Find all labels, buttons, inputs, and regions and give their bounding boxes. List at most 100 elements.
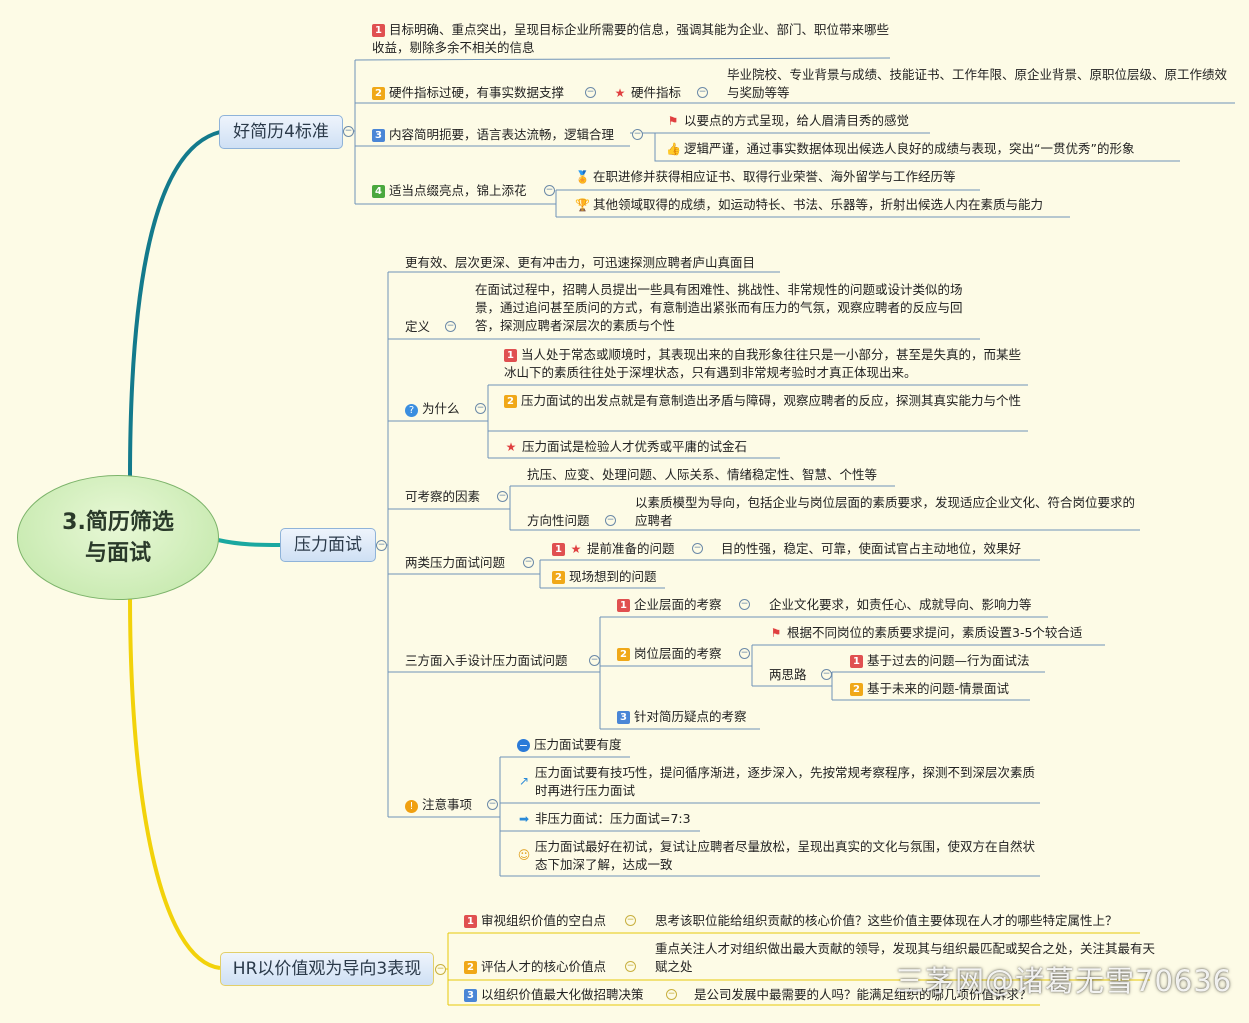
number-badge: 3	[464, 989, 477, 1002]
b1-item4-c2-text: 其他领域取得的成绩，如运动特长、书法、乐器等，折射出候选人内在素质与能力	[593, 197, 1044, 212]
b1-item4-c1-text: 在职进修并获得相应证书、取得行业荣誉、海外留学与工作经历等	[593, 169, 956, 184]
b3-item3-text: 以组织价值最大化做招聘决策	[481, 987, 644, 1002]
b2-types-c1-text: 提前准备的问题	[587, 541, 675, 556]
number-badge: 1	[464, 915, 477, 928]
branch-hr-values[interactable]: HR以价值观为导向3表现	[220, 952, 434, 986]
b2-notes-c3-text: 非压力面试：压力面试=7:3	[535, 811, 691, 826]
b1-item2-child-text: 硬件指标	[631, 85, 682, 100]
b3-item1-text: 审视组织价值的空白点	[481, 913, 607, 928]
b2-notes-label: ! 注意事项	[405, 796, 472, 814]
b2-notes-c1-text: 压力面试要有度	[534, 737, 622, 752]
number-badge: 1	[372, 24, 385, 37]
b2-three-c2b1: 1 基于过去的问题—行为面试法	[850, 652, 1030, 670]
b2-types-c2-text: 现场想到的问题	[569, 569, 657, 584]
collapse-toggle[interactable]: −	[739, 648, 750, 659]
collapse-toggle[interactable]: −	[523, 557, 534, 568]
number-badge: 3	[372, 129, 385, 142]
b2-notes-c4-text: 压力面试最好在初试，复试让应聘者尽量放松，呈现出真实的文化与氛围，使双方在自然状…	[535, 839, 1036, 872]
b3-item3: 3 以组织价值最大化做招聘决策	[464, 986, 644, 1004]
collapse-toggle[interactable]: −	[544, 185, 555, 196]
collapse-toggle[interactable]: −	[445, 321, 456, 332]
collapse-toggle[interactable]: −	[585, 87, 596, 98]
collapse-toggle[interactable]: −	[821, 669, 832, 680]
b2-why-c1-text: 当人处于常态或顺境时，其表现出来的自我形象往往只是一小部分，甚至是失真的，而某些…	[504, 347, 1022, 380]
thumbs-up-icon: 👍	[666, 142, 681, 156]
root-title-line2: 与面试	[84, 540, 151, 566]
collapse-toggle[interactable]: −	[697, 87, 708, 98]
b2-factors-label: 可考察的因素	[405, 489, 481, 504]
b2-three-c2b1-text: 基于过去的问题—行为面试法	[867, 653, 1030, 668]
b2-notes-c2-text: 压力面试要有技巧性，提问循序渐进，逐步深入，先按常规考察程序，探测不到深层次素质…	[535, 765, 1036, 798]
b2-three-c2b: 两思路	[769, 667, 807, 682]
number-badge: 1	[617, 599, 630, 612]
number-badge: 2	[617, 648, 630, 661]
b1-item2-text: 硬件指标过硬，有事实数据支撑	[389, 85, 565, 100]
collapse-toggle[interactable]: −	[497, 491, 508, 502]
b3-item1-detail: 思考该职位能给组织贡献的核心价值？这些价值主要体现在人才的哪些特定属性上？	[655, 913, 1118, 928]
b2-three-label: 三方面入手设计压力面试问题	[405, 653, 568, 668]
b2-why-c3-text: 压力面试是检验人才优秀或平庸的试金石	[522, 439, 748, 454]
b2-types-label: 两类压力面试问题	[405, 555, 506, 570]
branch-title: 好简历4标准	[233, 122, 329, 142]
b2-three-c2b2-text: 基于未来的问题-情景面试	[867, 681, 1010, 696]
branch-good-resume[interactable]: 好简历4标准	[219, 115, 343, 149]
root-node[interactable]: 3.简历筛选与面试	[17, 475, 219, 600]
number-badge: 2	[850, 683, 863, 696]
collapse-toggle[interactable]: −	[475, 403, 486, 414]
minus-icon: −	[517, 739, 530, 752]
flag-icon: ⚑	[667, 114, 679, 128]
number-badge: 1	[850, 655, 863, 668]
b1-item3-c1-text: 以要点的方式呈现，给人眉清目秀的感觉	[684, 113, 910, 128]
b1-item3-text: 内容简明扼要，语言表达流畅，逻辑合理	[389, 127, 615, 142]
b1-item3-c2: 👍逻辑严谨，通过事实数据体现出候选人良好的成绩与表现，突出“一贯优秀”的形象	[666, 140, 1134, 158]
b2-why-c3: ★压力面试是检验人才优秀或平庸的试金石	[504, 438, 747, 456]
branch-title: HR以价值观为导向3表现	[232, 959, 422, 979]
star-icon: ★	[570, 542, 582, 556]
collapse-toggle[interactable]: −	[739, 599, 750, 610]
b1-item2: 2 硬件指标过硬，有事实数据支撑	[372, 84, 564, 102]
branch-pressure-interview[interactable]: 压力面试	[280, 528, 376, 562]
collapse-toggle[interactable]: −	[589, 655, 600, 666]
b2-three-c1-text: 企业层面的考察	[634, 597, 722, 612]
warning-icon: !	[405, 800, 418, 813]
collapse-toggle[interactable]: −	[625, 915, 636, 926]
question-icon: ?	[405, 404, 418, 417]
b2-three-c2-text: 岗位层面的考察	[634, 646, 722, 661]
b3-item2-detail: 重点关注人才对组织做出最大贡献的领导，发现其与组织最匹配或契合之处，关注其最有天…	[655, 941, 1156, 974]
b1-item1-text: 目标明确、重点突出，呈现目标企业所需要的信息，强调其能为企业、部门、职位带来哪些…	[372, 22, 890, 55]
collapse-toggle[interactable]: −	[343, 126, 354, 137]
trophy-icon: 🏆	[575, 198, 590, 212]
collapse-toggle[interactable]: −	[376, 540, 387, 551]
number-badge: 2	[464, 961, 477, 974]
collapse-toggle[interactable]: −	[666, 989, 677, 1000]
watermark: 三茅网@诸葛无雪70636	[895, 964, 1233, 998]
collapse-toggle[interactable]: −	[632, 129, 643, 140]
number-badge: 1	[504, 349, 517, 362]
collapse-toggle[interactable]: −	[692, 543, 703, 554]
b2-why-c2-text: 压力面试的出发点就是有意制造出矛盾与障碍，观察应聘者的反应，探测其真实能力与个性	[521, 393, 1022, 408]
b1-item4-text: 适当点缀亮点，锦上添花	[389, 183, 527, 198]
b1-item4: 4 适当点缀亮点，锦上添花	[372, 182, 527, 200]
b3-item3-detail: 是公司发展中最需要的人吗？能满足组织的哪几项价值诉求？	[694, 987, 1032, 1002]
collapse-toggle[interactable]: −	[605, 515, 616, 526]
b2-item0: 更有效、层次更深、更有冲击力，可迅速探测应聘者庐山真面目	[405, 255, 756, 270]
collapse-toggle[interactable]: −	[625, 961, 636, 972]
number-badge: 2	[372, 87, 385, 100]
collapse-toggle[interactable]: −	[487, 799, 498, 810]
b2-three-c2a: ⚑根据不同岗位的素质要求提问，素质设置3-5个较合适	[769, 624, 1083, 642]
branch-title: 压力面试	[294, 535, 362, 555]
collapse-toggle[interactable]: −	[435, 964, 446, 975]
b1-item4-c2: 🏆其他领域取得的成绩，如运动特长、书法、乐器等，折射出候选人内在素质与能力	[575, 196, 1043, 214]
number-badge: 4	[372, 185, 385, 198]
b2-why-label-text: 为什么	[422, 401, 460, 416]
b2-def-label: 定义	[405, 319, 431, 334]
b2-def-text: 在面试过程中，招聘人员提出一些具有困难性、挑战性、非常规性的问题或设计类似的场景…	[475, 282, 963, 333]
b2-three-c2a-text: 根据不同岗位的素质要求提问，素质设置3-5个较合适	[787, 625, 1083, 640]
b2-notes-label-text: 注意事项	[422, 797, 473, 812]
b3-item1: 1 审视组织价值的空白点	[464, 912, 606, 930]
